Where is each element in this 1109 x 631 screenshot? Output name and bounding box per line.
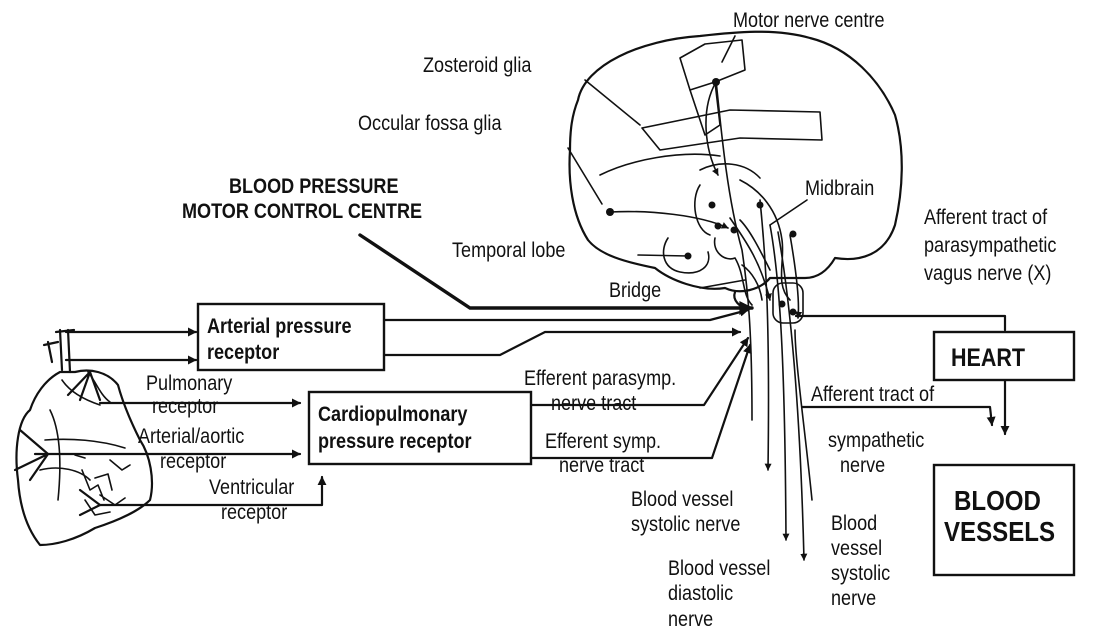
- label-blood-vessels-2: VESSELS: [944, 515, 1055, 547]
- label-pulmonary-1: Pulmonary: [146, 372, 232, 396]
- label-heart: HEART: [951, 343, 1025, 371]
- label-afferent-symp-1: Afferent tract of: [811, 383, 935, 407]
- label-bv-systolic-b-4: nerve: [831, 587, 876, 611]
- label-aortic-1: Arterial/aortic: [138, 425, 245, 449]
- label-afferent-vagus-3: vagus nerve (X): [924, 262, 1051, 286]
- label-ventricular-2: receptor: [221, 501, 288, 525]
- brain-leaders: [568, 36, 807, 288]
- label-pulmonary-2: receptor: [152, 395, 219, 419]
- label-bp-centre-1: BLOOD PRESSURE: [229, 175, 399, 199]
- label-occular-fossa-glia: Occular fossa glia: [358, 112, 502, 136]
- label-bv-systolic-a-1: Blood vessel: [631, 488, 733, 512]
- label-afferent-symp-3: nerve: [840, 454, 885, 478]
- label-afferent-vagus-2: parasympathetic: [924, 234, 1057, 258]
- label-eff-symp-2: nerve tract: [559, 454, 645, 478]
- label-blood-vessels-1: BLOOD: [954, 484, 1041, 516]
- label-arterial-receptor-2: receptor: [207, 341, 280, 365]
- label-bv-systolic-b-1: Blood: [831, 512, 877, 536]
- label-bv-systolic-a-2: systolic nerve: [631, 513, 740, 537]
- label-bridge: Bridge: [609, 279, 661, 303]
- label-motor-nerve-centre: Motor nerve centre: [733, 9, 885, 33]
- label-bv-systolic-b-3: systolic: [831, 562, 890, 586]
- label-arterial-receptor-1: Arterial pressure: [207, 315, 352, 339]
- label-temporal-lobe: Temporal lobe: [452, 239, 566, 263]
- label-bv-diastolic-3: nerve: [668, 608, 713, 631]
- label-cardio-receptor-1: Cardiopulmonary: [318, 403, 468, 427]
- label-afferent-vagus-1: Afferent tract of: [924, 206, 1048, 230]
- label-bv-systolic-b-2: vessel: [831, 537, 882, 561]
- label-aortic-2: receptor: [160, 450, 227, 474]
- label-afferent-symp-2: sympathetic: [828, 429, 925, 453]
- label-zosteroid-glia: Zosteroid glia: [423, 54, 531, 78]
- label-bv-diastolic-1: Blood vessel: [668, 557, 770, 581]
- label-midbrain: Midbrain: [805, 177, 874, 201]
- label-cardio-receptor-2: pressure receptor: [318, 430, 472, 454]
- label-eff-parasymp-1: Efferent parasymp.: [524, 367, 676, 391]
- label-eff-parasymp-2: nerve tract: [551, 392, 637, 416]
- label-bp-centre-2: MOTOR CONTROL CENTRE: [182, 200, 422, 224]
- label-ventricular-1: Ventricular: [209, 476, 295, 500]
- label-bv-diastolic-2: diastolic: [668, 582, 733, 606]
- label-eff-symp-1: Efferent symp.: [545, 430, 661, 454]
